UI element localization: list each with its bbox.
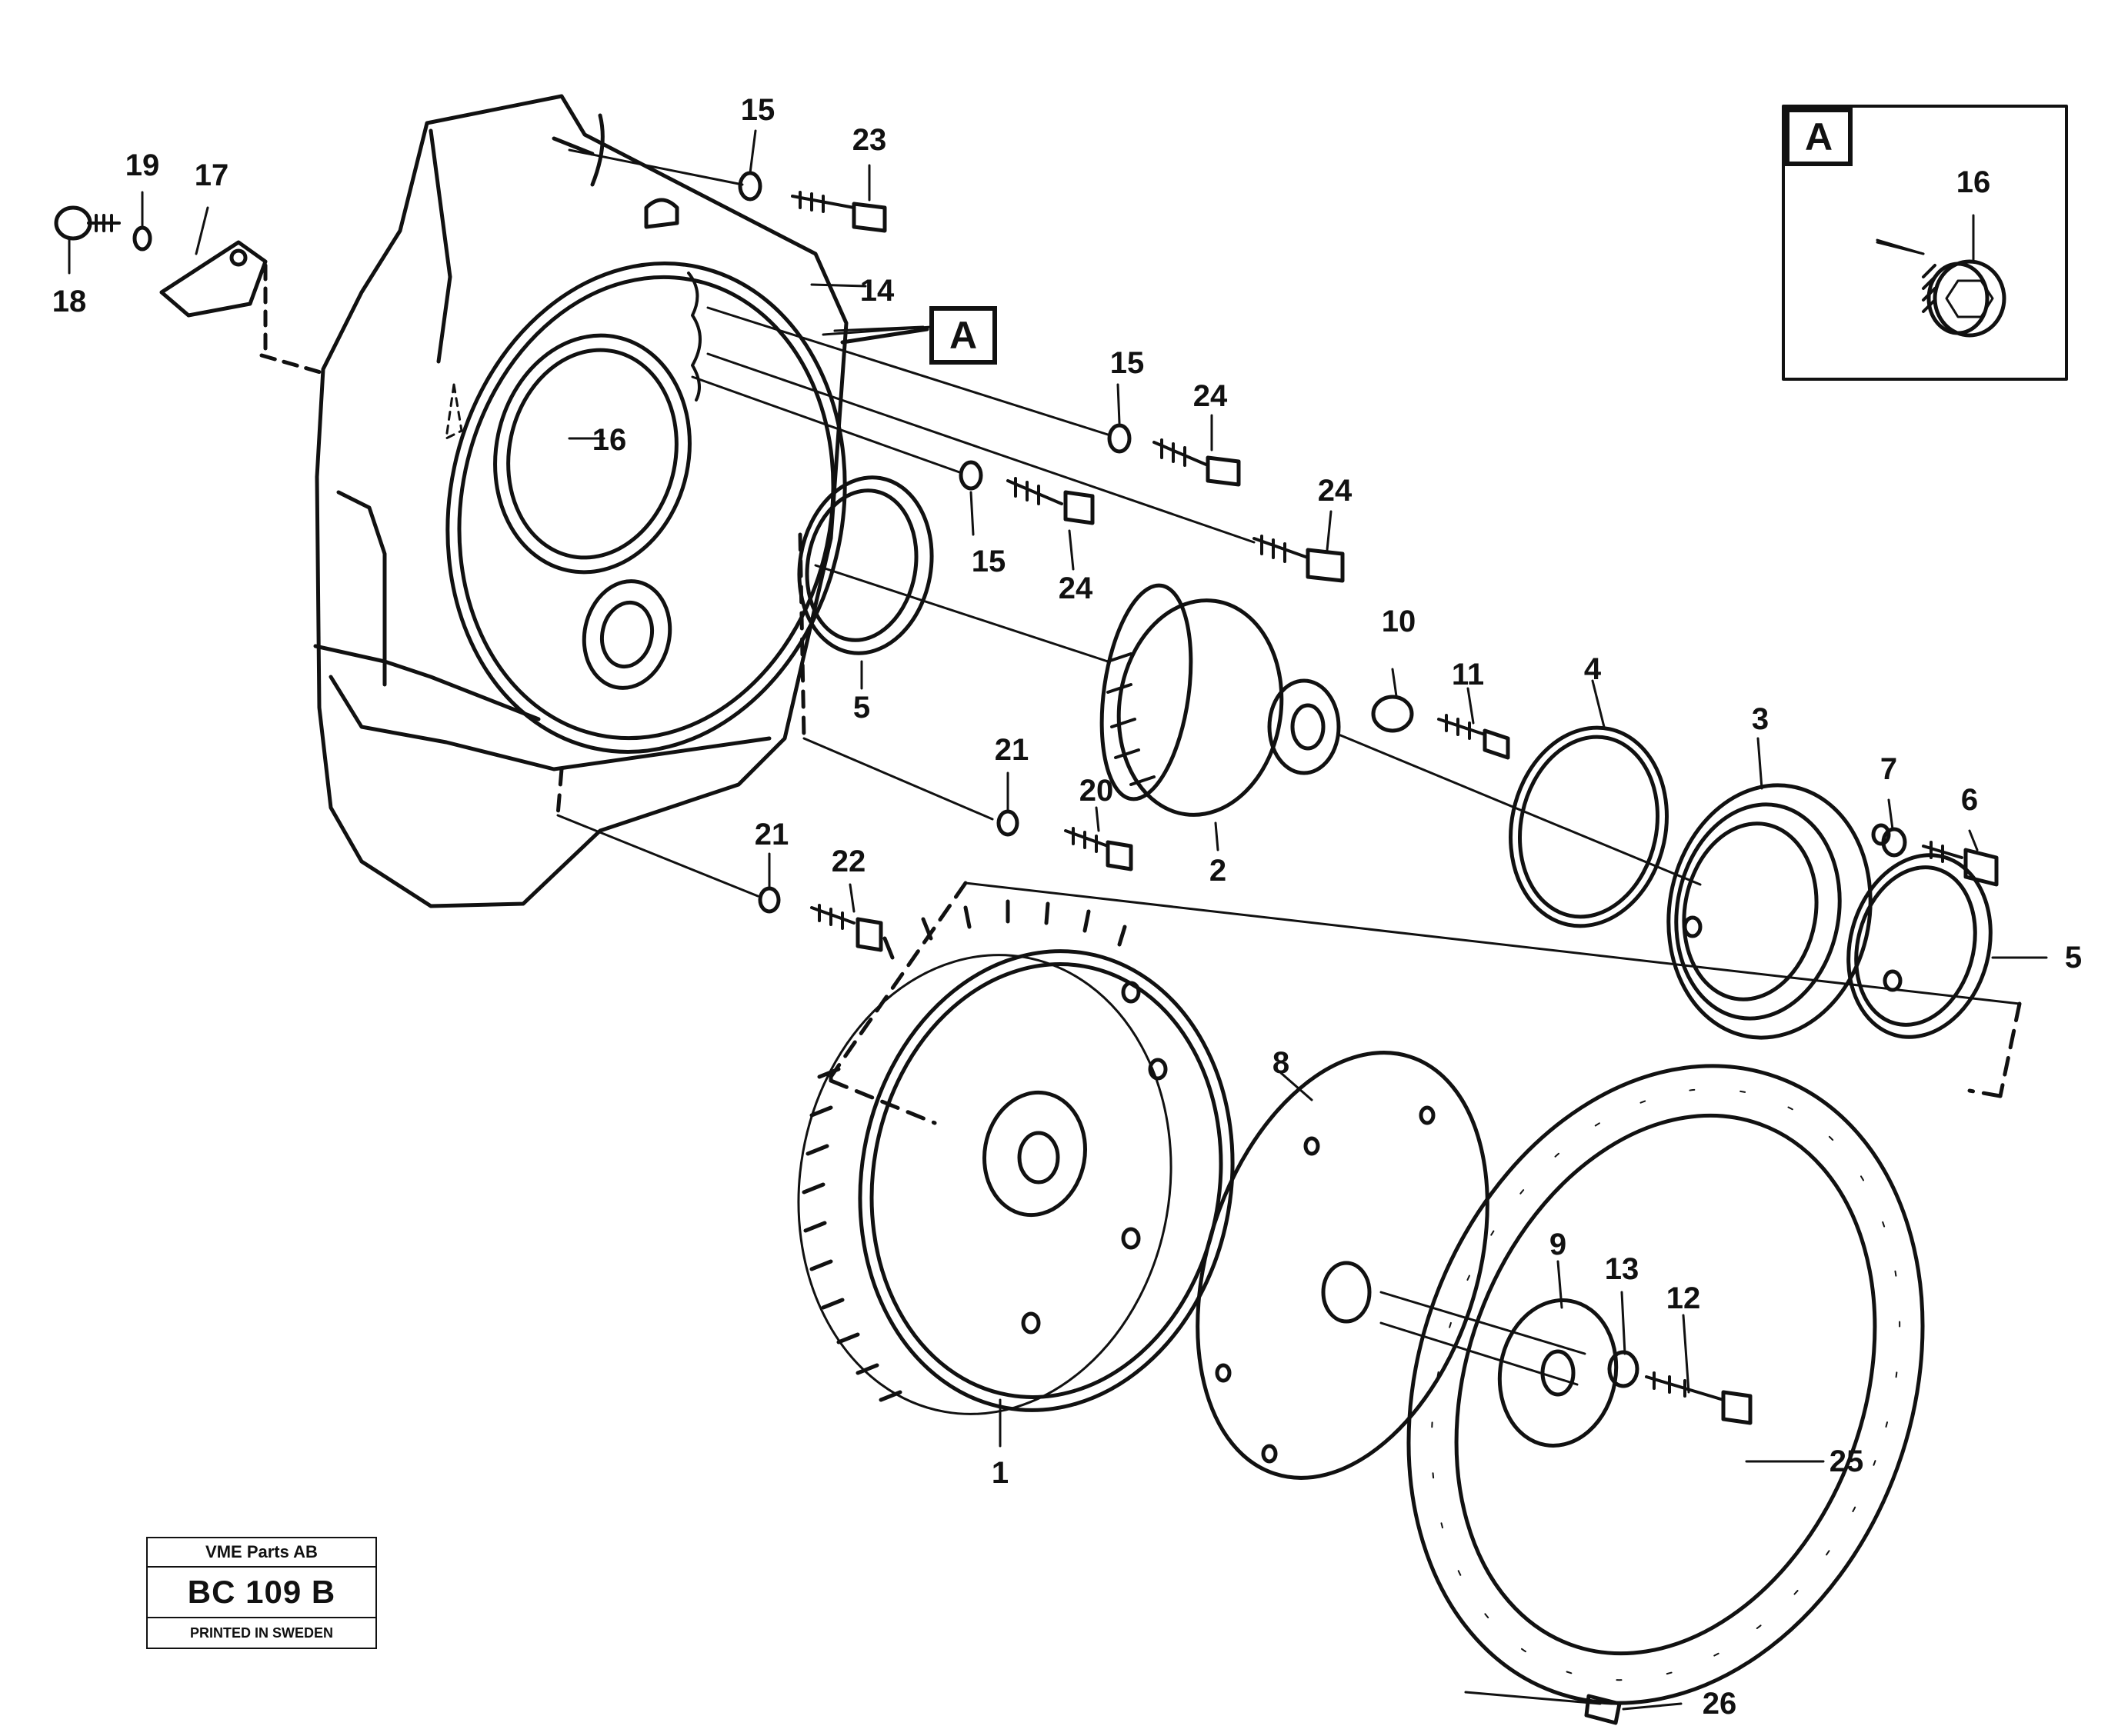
stamp-printed: PRINTED IN SWEDEN <box>189 1625 333 1641</box>
part-label-26: 26 <box>1702 1687 1737 1721</box>
part-label-7: 7 <box>1880 752 1898 786</box>
seal-5-right <box>1846 853 1993 1039</box>
flywheel-1 <box>797 899 1235 1415</box>
callout-A-line <box>840 327 929 345</box>
detail-box-A-label: A <box>1785 108 1853 166</box>
part-label-8: 8 <box>1272 1046 1290 1080</box>
part-label-9: 9 <box>1549 1228 1567 1261</box>
gear-2 <box>1099 583 1702 886</box>
title-stamp: VME Parts AB BC 109 B PRINTED IN SWEDEN <box>146 1537 377 1649</box>
part-label-16-housing: 16 <box>592 423 627 457</box>
part-label-24-top: 24 <box>1192 379 1228 413</box>
part-label-20: 20 <box>1079 774 1114 808</box>
part-label-25: 25 <box>1829 1444 1864 1478</box>
part-label-11: 11 <box>1451 658 1485 691</box>
parts-17-18-19 <box>54 205 325 375</box>
group-bracket-top <box>964 881 2021 1005</box>
ring-25 <box>1406 1064 1925 1705</box>
part-label-5-right: 5 <box>2064 941 2083 975</box>
part-label-3: 3 <box>1751 702 1769 736</box>
part-label-13: 13 <box>1604 1252 1639 1286</box>
seal-5-left <box>797 475 1109 663</box>
dash-left <box>798 532 806 741</box>
part-label-21-upper: 21 <box>994 733 1029 767</box>
part-label-24-low: 24 <box>1058 571 1093 605</box>
part-label-21-lower: 21 <box>754 818 789 851</box>
part-label-14: 14 <box>859 274 895 308</box>
part-label-4: 4 <box>1583 652 1602 686</box>
dowel-26 <box>1584 1694 1622 1725</box>
hub-9 <box>1379 1291 1753 1448</box>
part-label-23: 23 <box>852 123 887 157</box>
dash-lower <box>555 767 564 818</box>
part-label-15-mid: 15 <box>1109 346 1145 380</box>
line-to-22 <box>556 814 759 898</box>
part-label-6: 6 <box>1960 783 1979 817</box>
stamp-code: BC 109 B <box>148 1568 375 1618</box>
group-bracket <box>829 881 2022 1125</box>
parts-10-11 <box>1371 695 1510 760</box>
detail-A-frame <box>1782 105 2068 381</box>
part-label-16-detail: 16 <box>1956 165 1991 199</box>
part-label-2: 2 <box>1209 854 1227 888</box>
part-label-15-top: 15 <box>740 93 775 127</box>
callout-box-A: A <box>929 306 997 365</box>
part-label-18: 18 <box>52 285 87 318</box>
ring-4 <box>1509 725 1669 928</box>
part-label-22: 22 <box>831 845 866 878</box>
parts-6-7 <box>1881 827 1999 887</box>
ring-4-inner <box>1517 735 1660 919</box>
lower-bolts <box>758 809 1133 952</box>
part-label-1: 1 <box>991 1456 1009 1490</box>
line-to-20 <box>802 737 994 821</box>
seal-5-right-inner <box>1854 865 1977 1027</box>
part-label-19: 19 <box>125 148 160 182</box>
top-bolts <box>568 148 1345 583</box>
flywheel-housing <box>313 94 849 908</box>
part-label-17: 17 <box>194 158 229 192</box>
part-label-10: 10 <box>1381 605 1416 638</box>
part-label-24-right: 24 <box>1317 474 1353 508</box>
plate-8 <box>1196 1051 1489 1480</box>
stamp-company: VME Parts AB <box>148 1538 375 1568</box>
cover-3 <box>1666 783 1903 1040</box>
part-label-12: 12 <box>1666 1281 1701 1315</box>
leader-lines <box>68 129 2048 1711</box>
part-label-15-low: 15 <box>971 545 1006 578</box>
part-label-5-left: 5 <box>852 691 871 725</box>
